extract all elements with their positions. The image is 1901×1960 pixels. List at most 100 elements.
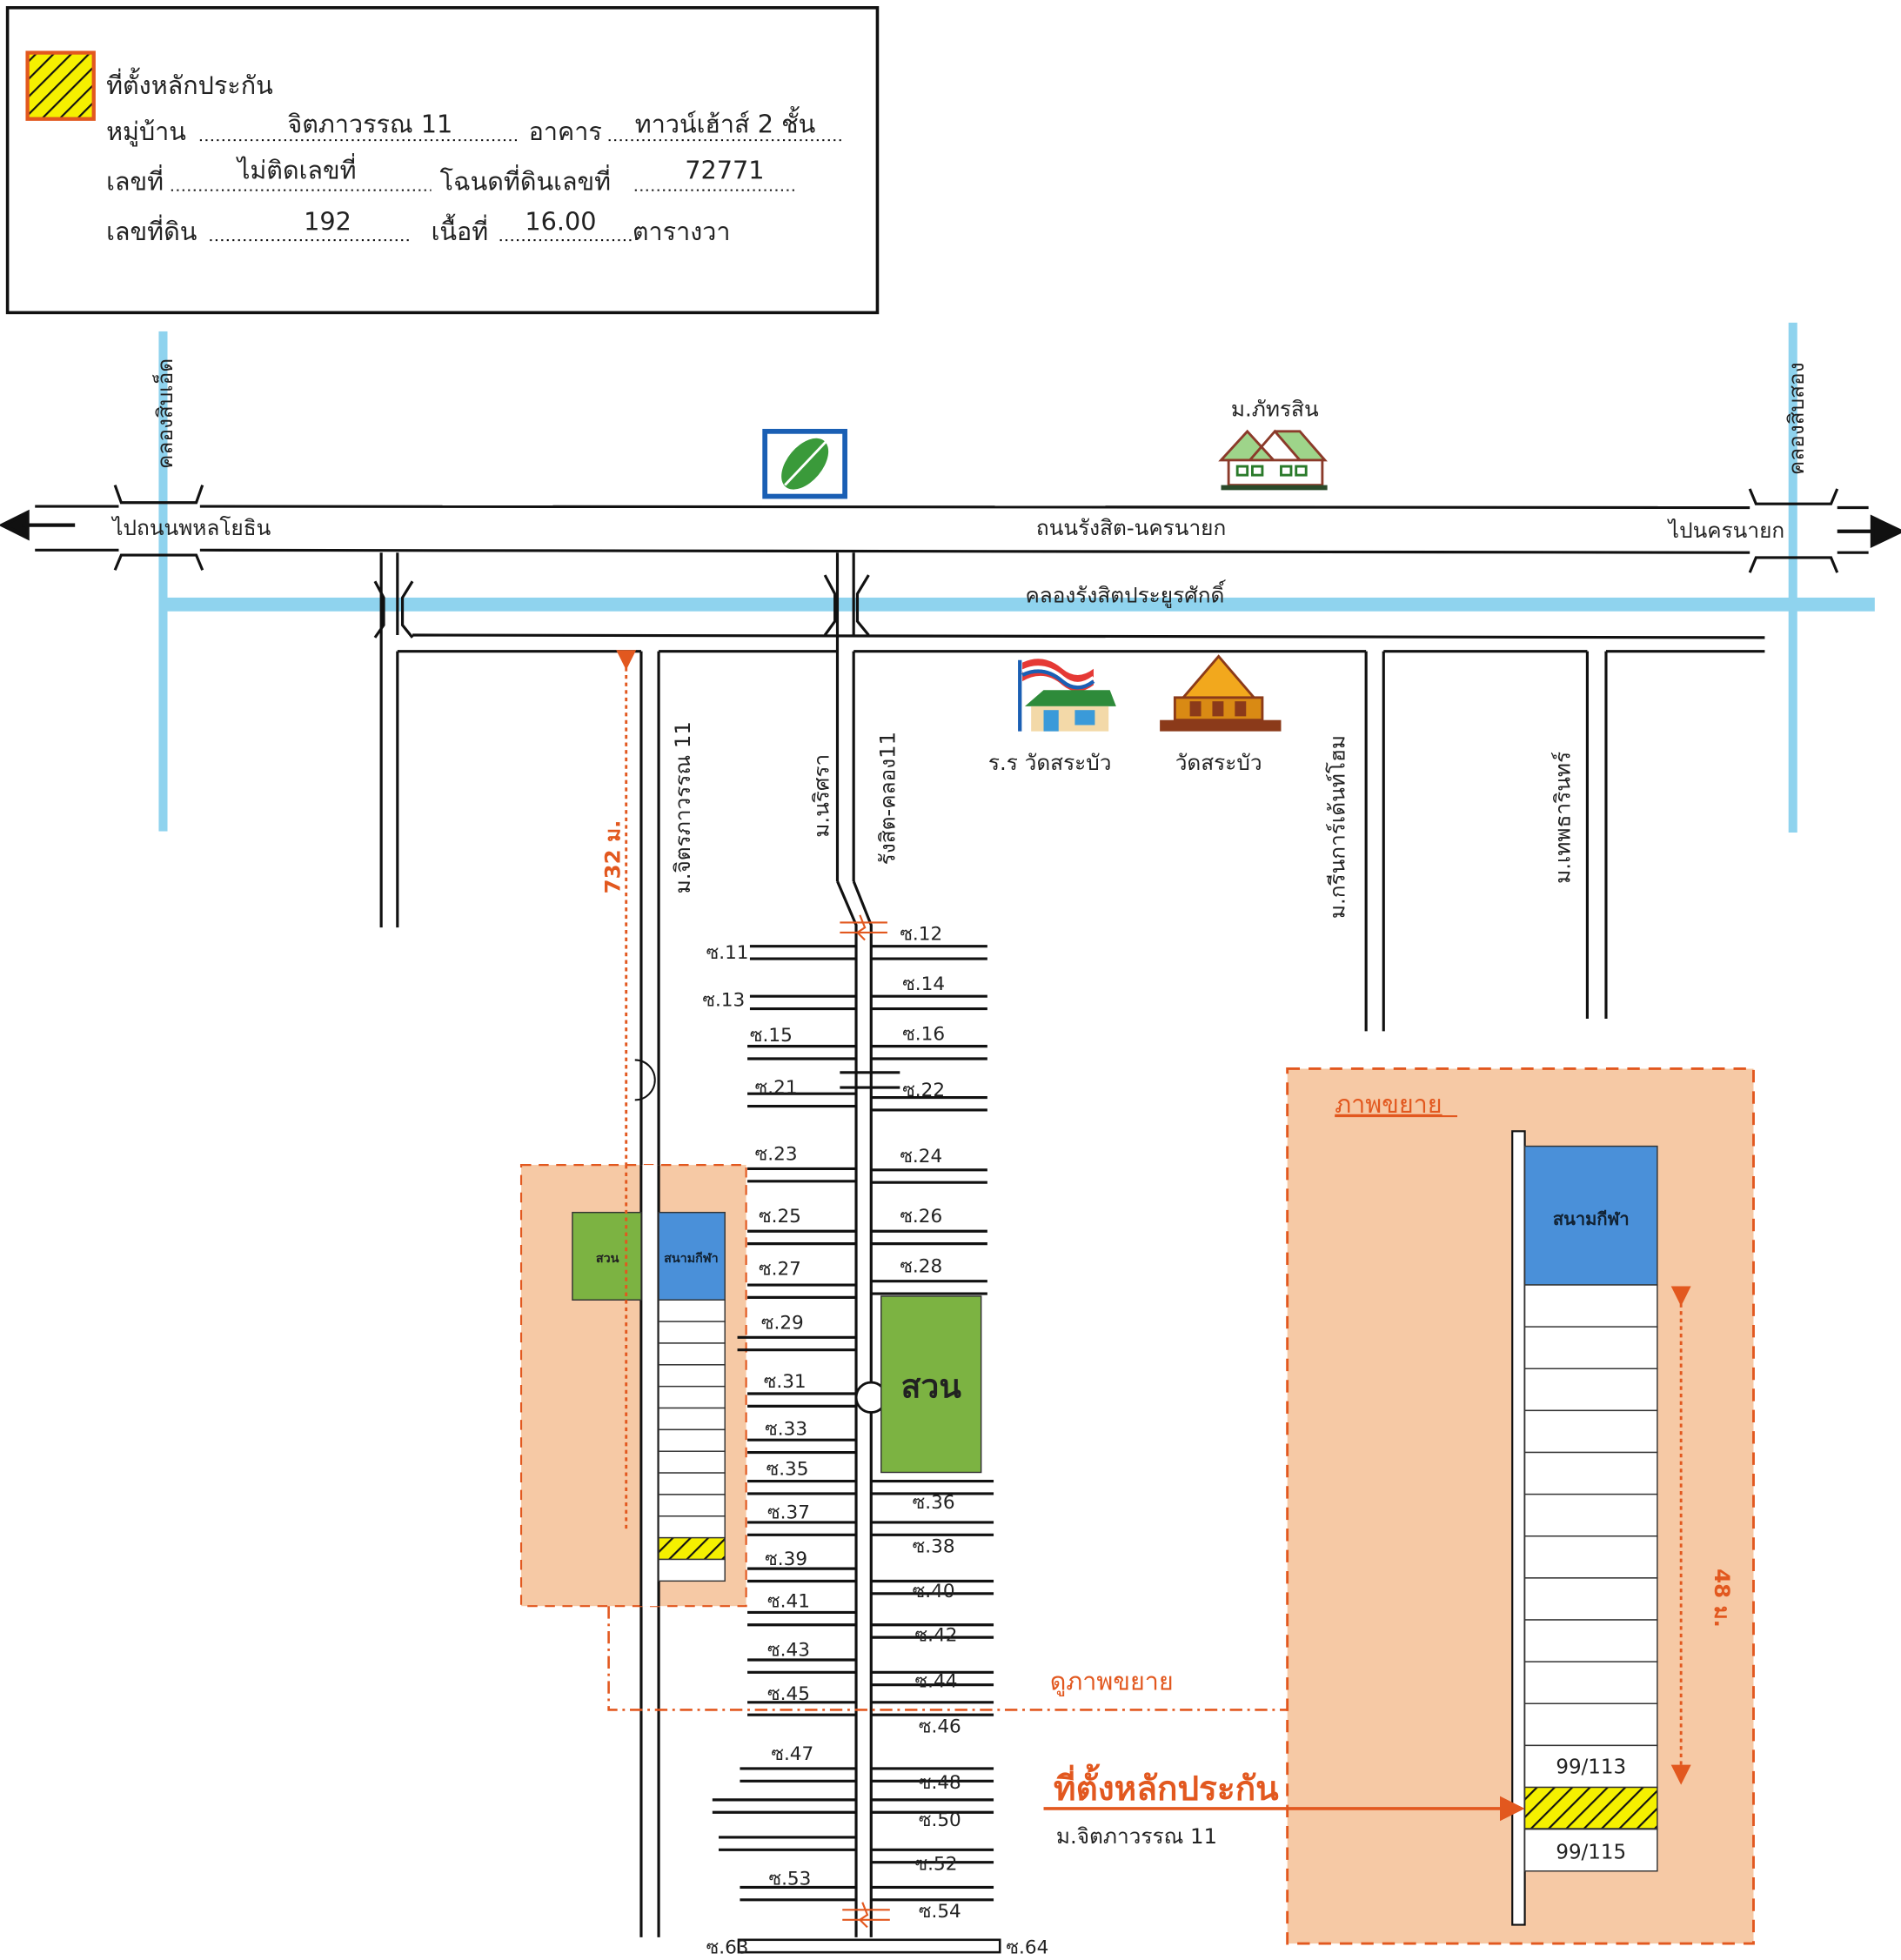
lot	[658, 1385, 726, 1409]
soi-label: ซ.36	[913, 1492, 955, 1514]
soi-road: ซ.26	[871, 1206, 987, 1246]
soi-road: ซ.28	[871, 1256, 987, 1295]
soi-road: ซ.31	[747, 1371, 857, 1408]
lot	[1523, 1368, 1658, 1412]
soi-label: ซ.43	[767, 1640, 810, 1662]
see-enlarged-label: ดูภาพขยาย	[1050, 1666, 1174, 1696]
land-no-value: 192	[304, 207, 351, 237]
soi-label: ซ.48	[919, 1772, 961, 1794]
soi-road: ซ.14	[871, 973, 987, 1011]
soi-label: ซ.26	[900, 1206, 942, 1228]
to-phahonyothin-label: ไปถนนพหลโยธิน	[110, 515, 271, 540]
to-nakhon-nayok-label: ไปนครนายก	[1667, 518, 1784, 543]
soi-road: ซ.45	[747, 1683, 857, 1716]
soi-road: ซ.22	[871, 1080, 987, 1112]
main-road-label: ถนนรังสิต-นครนายก	[1036, 515, 1226, 540]
road-break-icon	[842, 1902, 890, 1929]
enlarged-view: ภาพขยาย สนามกีฬา 99/113 99/115 48 ม.	[1286, 1067, 1755, 1945]
lot	[658, 1494, 726, 1517]
collateral-village-label: ม.จิตภาวรรณ 11	[1056, 1823, 1217, 1849]
lot	[1523, 1493, 1658, 1537]
area-label: เนื้อที่	[432, 214, 489, 246]
soi-label: ซ.31	[764, 1371, 807, 1393]
park-area	[880, 1295, 982, 1474]
soi-road: ซ.52	[871, 1848, 994, 1875]
enlarged-title: ภาพขยาย	[1335, 1089, 1442, 1119]
collateral-hatch-swatch	[25, 50, 96, 121]
soi-road: ซ.40	[871, 1579, 994, 1602]
soi-63-64	[737, 1938, 1001, 1954]
soi-label: ซ.47	[771, 1743, 813, 1765]
house-icon	[1218, 429, 1328, 491]
lot-number-above: 99/113	[1556, 1756, 1626, 1779]
soi-label: ซ.42	[915, 1624, 958, 1646]
lot	[658, 1407, 726, 1431]
soi-label: ซ.46	[919, 1716, 961, 1737]
soi-road: ซ.33	[747, 1418, 857, 1455]
canal-right	[1788, 322, 1797, 833]
collateral-location-label: ที่ตั้งหลักประกัน	[1054, 1763, 1279, 1809]
soi-road: ซ.54	[871, 1885, 994, 1923]
distance-732-label: 732 ม.	[600, 820, 626, 894]
lot	[658, 1558, 726, 1582]
soi-label: ซ.23	[755, 1143, 798, 1165]
temple-icon	[1160, 654, 1282, 732]
soi-label: ซ.37	[767, 1502, 810, 1524]
lot	[658, 1342, 726, 1366]
building-value: ทาวน์เฮ้าส์ 2 ชั้น	[635, 107, 815, 139]
soi-road: ซ.50	[871, 1798, 994, 1831]
soi-label: ซ.27	[759, 1259, 801, 1281]
soi-label: ซ.64	[1006, 1937, 1048, 1959]
road-label-chitphawan: ม.จิตรภาวรรณ 11	[670, 721, 695, 893]
local-roads	[373, 552, 1765, 1954]
lot-number-below: 99/115	[1556, 1841, 1626, 1863]
soi-road: ซ.46	[871, 1701, 994, 1737]
canal-main	[162, 597, 1875, 612]
canal-left	[158, 331, 168, 832]
soi-road: ซ.38	[871, 1521, 994, 1557]
collateral-lot-small	[658, 1536, 726, 1561]
bridge-icon	[823, 574, 870, 637]
canal-right-label: คลองสิบสอง	[1784, 362, 1809, 475]
soi-roads: ซ.11ซ.13ซ.15ซ.21ซ.23ซ.25ซ.27ซ.29ซ.31ซ.33…	[702, 924, 994, 1923]
lot	[658, 1428, 726, 1452]
soi-road: ซ.11	[706, 942, 857, 964]
soi-road: ซ.12	[871, 924, 987, 960]
area-unit: ตารางวา	[633, 217, 731, 246]
lot	[1523, 1451, 1658, 1495]
soi-label: ซ.40	[913, 1581, 955, 1602]
soi-label: ซ.63	[706, 1937, 749, 1959]
soi-label: ซ.33	[765, 1418, 807, 1440]
soi-road: ซ.23	[747, 1143, 857, 1183]
lot	[658, 1515, 726, 1539]
road-label-thep-tharin: ม.เทพธารินทร์	[1550, 752, 1575, 884]
soi-road: ซ.21	[747, 1077, 857, 1108]
soi-road: ซ.27	[747, 1259, 857, 1299]
lot	[1523, 1744, 1658, 1789]
soi-road: ซ.42	[871, 1623, 994, 1646]
road-label-green-garden: ม.กรีนการ์เด้นท์โฮม	[1325, 735, 1350, 919]
park-label: สวน	[901, 1367, 962, 1405]
soi-label: ซ.53	[768, 1869, 811, 1890]
soi-road: ซ.53	[740, 1869, 857, 1902]
soi-road: ซ.37	[747, 1502, 857, 1536]
park-small-label: สวน	[596, 1252, 619, 1266]
highlight-area-small: สวน สนามกีฬา	[519, 1164, 747, 1608]
road-break-icon	[840, 914, 887, 941]
lot	[1523, 1828, 1658, 1872]
soi-label: ซ.22	[902, 1080, 945, 1101]
soi-road	[719, 1836, 857, 1851]
soi-label: ซ.28	[900, 1256, 942, 1278]
bridge-icon	[373, 580, 414, 639]
lot	[658, 1321, 726, 1344]
bangchak-logo-icon	[762, 428, 847, 499]
house-no-value: ไม่ติดเลขที่	[236, 153, 357, 185]
lot	[1523, 1702, 1658, 1747]
bridge-right-icon	[1748, 488, 1839, 573]
soi-road: ซ.16	[871, 1023, 987, 1060]
soi-label: ซ.15	[750, 1025, 793, 1047]
soi-label: ซ.39	[765, 1549, 807, 1570]
lot	[1523, 1577, 1658, 1621]
soi-road: ซ.43	[747, 1640, 857, 1674]
lot	[658, 1472, 726, 1495]
